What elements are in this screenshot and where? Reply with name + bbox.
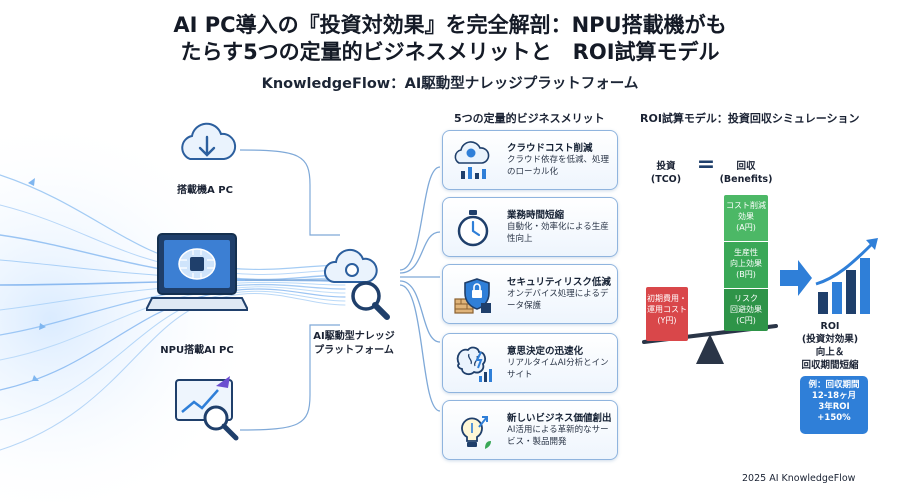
growth-chart-magnifier-icon [175, 376, 239, 441]
equals-sign: = [696, 152, 716, 177]
benefit-bar-line-1: リスク [734, 294, 758, 303]
roi-example-line-1: 例：回収期間 [808, 380, 860, 390]
footer-credit: 2025 AI KnowledgeFlow [742, 473, 856, 484]
return-label: 回収 (Benefits) [714, 160, 778, 186]
benefit-title: クラウドコスト削減 [507, 143, 593, 154]
roi-result-line-2: (投資対効果) [801, 334, 859, 345]
decor-triangle [39, 323, 46, 330]
roi-example-line-3: 3年ROI [818, 402, 850, 412]
page-subtitle: KnowledgeFlow：AI駆動型ナレッジプラットフォーム [261, 76, 639, 92]
benefit-bar-cost-reduction: コスト削減 効果 (A円) [724, 195, 768, 241]
benefit-bar-line-2: 回避効果 [730, 305, 762, 314]
benefit-bar-risk-avoidance: リスク 回避効果 (C円) [724, 289, 768, 331]
cloud-download-icon [181, 122, 237, 160]
benefit-bar-line-3: (B円) [736, 270, 756, 279]
investment-label: 投資 (TCO) [640, 160, 692, 186]
center-label-line-2: プラットフォーム [314, 345, 394, 356]
source-label-pc: 搭載機A PC [177, 185, 233, 196]
benefit-desc: 自動化・効率化による生産性向上 [507, 222, 609, 244]
benefit-card-decision: 意思決定の迅速化 リアルタイムAI分析とインサイト [442, 333, 618, 393]
benefits-heading: 5つの定量的ビジネスメリット [454, 112, 605, 125]
benefit-connectors [399, 166, 441, 412]
roi-example-line-2: 12-18ヶ月 [811, 391, 857, 401]
benefit-bar-line-1: コスト削減 [726, 201, 766, 210]
growth-bars-icon [815, 238, 878, 314]
stopwatch-icon [457, 210, 489, 247]
page-title: AI PC導入の『投資対効果』を完全解剖：NPU搭載機がも たらす5つの定量的ビ… [0, 12, 900, 66]
cost-bar-line-2: 運用コスト [647, 305, 687, 314]
cost-bar-line-3: (Y円) [657, 316, 677, 325]
return-title: 回収 [736, 161, 756, 172]
roi-example-line-4: +150% [817, 413, 851, 423]
shield-lock-icon [454, 278, 491, 314]
title-line-2: たらす5つの定量的ビジネスメリットと ROI試算モデル [180, 40, 720, 64]
benefit-card-security: セキュリティリスク低減 オンデバイス処理によるデータ保護 [442, 264, 618, 324]
benefit-card-time-saving: 業務時間短縮 自動化・効率化による生産性向上 [442, 197, 618, 257]
cloud-cost-chart-icon [454, 141, 490, 179]
benefit-desc: リアルタイムAI分析とインサイト [507, 358, 609, 380]
roi-heading: ROI試算モデル：投資回収シミュレーション [640, 112, 860, 125]
benefit-bar-line-2: 効果 [738, 212, 754, 221]
investment-title: 投資 [656, 161, 676, 172]
source-label-npu: NPU搭載AI PC [160, 345, 234, 356]
benefit-bar-line-3: (A円) [736, 223, 756, 232]
source-connectors [239, 149, 340, 431]
title-line-1: AI PC導入の『投資対効果』を完全解剖：NPU搭載機がも [173, 13, 727, 37]
benefit-desc: AI活用による革新的なサービス・製品開発 [507, 425, 609, 447]
roi-result-line-3: 向上＆ [815, 347, 845, 358]
center-hub-label: AI駆動型ナレッジ プラットフォーム [300, 330, 408, 358]
benefit-bar-line-2: 向上効果 [730, 259, 762, 268]
benefit-card-new-value: 新しいビジネス価値創出 AI活用による革新的なサービス・製品開発 [442, 400, 618, 460]
benefit-title: 意思決定の迅速化 [507, 346, 584, 357]
benefit-bar-productivity: 生産性 向上効果 (B円) [724, 242, 768, 288]
brain-chart-icon [456, 346, 492, 382]
investment-sub: (TCO) [650, 174, 682, 185]
benefit-title: セキュリティリスク低減 [507, 277, 611, 288]
cost-bar: 初期費用・ 運用コスト (Y円) [646, 287, 688, 341]
cost-bar-line-1: 初期費用・ [647, 294, 687, 303]
benefit-card-cloud-cost: クラウドコスト削減 クラウド依存を低減、処理のローカル化 [442, 130, 618, 190]
benefit-desc: クラウド依存を低減、処理のローカル化 [507, 155, 610, 177]
benefit-title: 業務時間短縮 [507, 210, 565, 221]
laptop-chip-icon [146, 233, 248, 311]
benefit-title: 新しいビジネス価値創出 [507, 413, 612, 424]
center-label-line-1: AI駆動型ナレッジ [313, 331, 395, 342]
decor-triangle [28, 178, 35, 186]
roi-result-label: ROI (投資対効果) 向上＆ 回収期間短縮 [775, 320, 885, 372]
lightbulb-growth-icon [461, 416, 491, 449]
decor-triangle [32, 375, 39, 381]
return-sub: (Benefits) [719, 174, 773, 185]
benefit-desc: オンデバイス処理によるデータ保護 [507, 289, 609, 311]
arrow-right-icon [780, 260, 812, 296]
benefit-bar-line-1: 生産性 [734, 248, 758, 257]
roi-result-line-1: ROI [820, 321, 840, 332]
benefit-bar-line-3: (C円) [736, 316, 756, 325]
roi-example-box: 例：回収期間 12-18ヶ月 3年ROI +150% [800, 376, 868, 434]
roi-result-line-4: 回収期間短縮 [801, 360, 859, 371]
cloud-gear-magnifier-icon [324, 248, 390, 320]
